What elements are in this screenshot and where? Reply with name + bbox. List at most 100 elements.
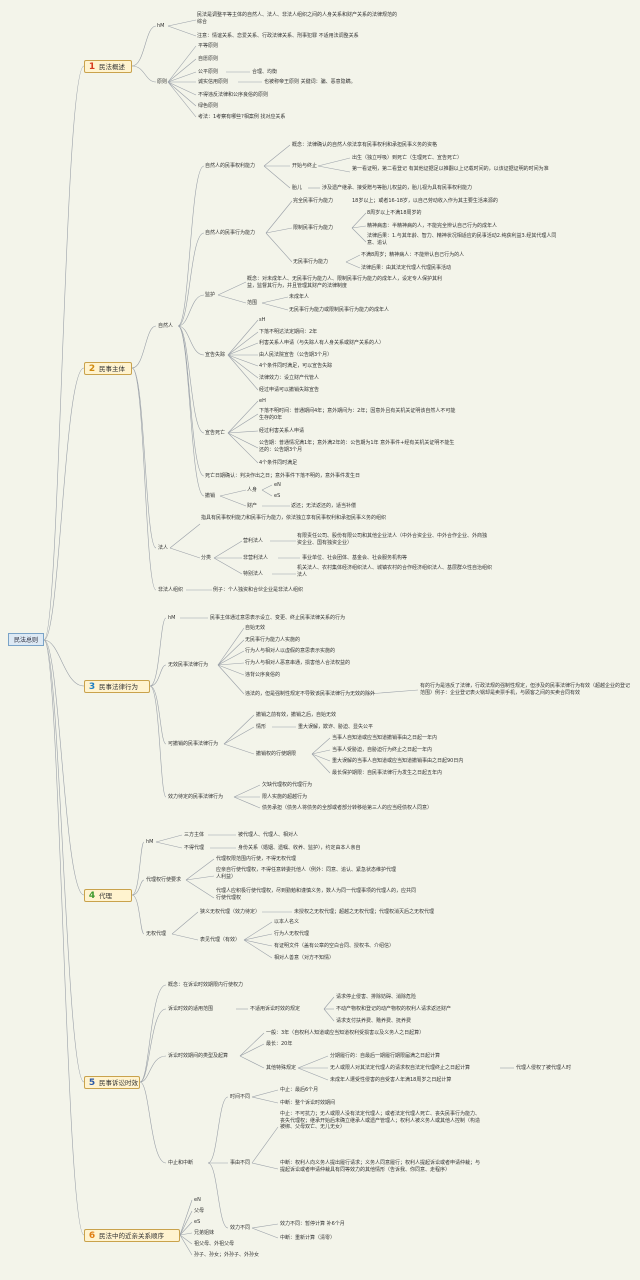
s5-type-3b-note: 代理人侵权了被代理人时: [516, 1065, 572, 1071]
s3-pending: 效力待定的民事法律行为: [168, 794, 224, 800]
s5-type-3b: 无人或限人对其法定代理人的请求权自法定代理终止之日起计算: [330, 1065, 471, 1071]
s3-revocable-period-3: 重大误解的当事人自知道或应当知道撤销事由之日起90日内: [332, 758, 464, 764]
s2-capacity-right: 自然人的民事权利能力: [205, 163, 256, 169]
s3-revocable-case: 情形: [256, 724, 267, 730]
s5-scope: 诉讼时效的适用范围: [168, 1006, 214, 1012]
s5-scope-exclude-3: 请求支付扶养费、赡养费、抚养费: [336, 1018, 412, 1024]
s4-unauth-apparent-4: 相对人善意（对方不知情）: [274, 955, 335, 961]
s4-unauth-narrow-1: 未授权之无权代理；超越之无权代理；代理权消灭后之无权代理: [294, 909, 435, 915]
s3-revocable-1: 撤销之前有效，撤销之后，自始无效: [256, 712, 337, 718]
s5-concept: 概念：在诉讼时效期限内行使权力: [168, 982, 244, 988]
s5-effect-diff: 效力不同: [230, 1225, 251, 1231]
badge-3: 3: [88, 682, 96, 692]
s4-agent-req-2: 应亲自行使代理权，不得任意转委托他人（例外：同意、追认、紧急状态维护代理人利益）: [216, 867, 397, 880]
s2-ca-full-1: 18岁以上；或者16-18岁，以自己劳动收入作为其主要生活来源的: [352, 198, 498, 204]
s2-missing-5: 法律效力：设立财产代管人: [259, 375, 320, 381]
s5-types: 诉讼时效期间的类型及起算: [168, 1053, 229, 1059]
s6-item-1: eN: [194, 1197, 201, 1203]
s2-ca-limited-3: 法律后果：1.与其年龄、智力、精神状况相适应的民事活动2.纯获利益3.经其代理人…: [367, 233, 557, 246]
s3-invalid-6: 违法的，但是强制性规定不导致该民事法律行为无效的除外: [245, 691, 376, 697]
s3-definition: hM: [168, 615, 176, 621]
s5-reason-diff-2: 中断：权利人向义务人提出履行请求；义务人同意履行；权利人提起诉讼或者申请仲裁；与…: [280, 1160, 481, 1173]
category-label: 民法中的近亲关系顺序: [99, 1232, 164, 1240]
s2-ca-limited-1: 8周岁以上不满18周岁的: [367, 210, 422, 216]
s2-revoke-property: 财产: [247, 503, 258, 509]
s2-ca-full: 完全民事行为能力: [293, 198, 334, 204]
s2-unincorporated-1: 例子：个人独资和合伙企业是非法人组织: [213, 587, 304, 593]
s1-principle-4: 诚实信用原则: [198, 79, 229, 85]
badge-1: 1: [88, 62, 96, 72]
s1-principles: 原则: [157, 79, 168, 85]
s3-revocable-case-1: 重大误解，欺诈、胁迫、显失公平: [298, 724, 374, 730]
badge-4: 4: [88, 891, 96, 901]
category-label: 民事法律行为: [99, 683, 138, 691]
s3-invalid-4: 行为人与相对人恶意串通，损害他人合法权益的: [245, 660, 351, 666]
s6-item-5: 祖父母、外祖父母: [194, 1241, 235, 1247]
s1-principle-2: 自愿原则: [198, 56, 219, 62]
s2-classify: 分类: [201, 555, 212, 561]
s2-legal-definition: 指具有民事权利能力和民事行为能力，依法独立享有民事权利和承担民事义务的组织: [201, 515, 387, 521]
s2-cr-start-1: 出生（独立呼吸）到死亡（生理死亡、宣告死亡）: [352, 155, 463, 161]
s5-scope-exclude: 不适用诉讼时效的规定: [250, 1006, 301, 1012]
s4-unauth-apparent-2: 行为人无权代理: [274, 931, 310, 937]
s5-time-diff-2: 中断：整个诉讼时效期间: [280, 1100, 336, 1106]
category-label: 代理: [99, 892, 112, 900]
s2-missing-2: 利害关系人申请（与失踪人有人身关系或财产关系的人）: [259, 340, 385, 346]
s2-ca-limited: 限制民事行为能力: [293, 225, 334, 231]
s2-revoke-person: 人身: [247, 487, 258, 493]
s3-revocable-period-2: 当事人受胁迫，自胁迫行为终止之日起一年内: [332, 747, 433, 753]
s2-profit-1: 有限责任公司、股份有限公司和其他企业法人（中外合资企业、中外合作企业、外商独资企…: [297, 533, 488, 546]
s3-definition-text: 民事主体通过意思表示设立、变更、终止民事法律关系的行为: [210, 615, 346, 621]
s2-guardianship-scope: 范围: [247, 300, 258, 306]
s2-cr-start: 开始与终止: [292, 163, 318, 169]
s1-principle-7: 考法：1考察有哪些?相案例 找对应关系: [198, 114, 286, 120]
s1-definition: hM: [157, 23, 165, 29]
s4-unauth-narrow: 狭义无权代理（效力待定）: [200, 909, 261, 915]
s5-suspend-interrupt: 中止和中断: [168, 1160, 194, 1166]
category-label: 民事主体: [99, 365, 125, 373]
s3-pending-2: 限人实施的超越行为: [262, 794, 308, 800]
s2-missing: 宣告失踪: [205, 352, 226, 358]
s2-missing-0: sH: [259, 317, 266, 323]
s3-revocable-period-4: 最长保护期限：自民事法律行为发生之日起五年内: [332, 770, 443, 776]
s6-item-6: 孙子、孙女；外孙子、外孙女: [194, 1252, 260, 1258]
s2-death-3: 公告期：普通情况满1年；意外满2年的：公告期为1年 意外事件+经有关机关证明不能…: [259, 440, 455, 453]
s2-special-1: 机关法人、农村集体经济组织法人、城镇农村的合作经济组织法人、基层群众性自治组织法…: [297, 565, 493, 578]
s2-missing-4: 4个条件同时满足，可以宣告失踪: [259, 363, 333, 369]
s2-nonprofit: 非营利法人: [243, 555, 269, 561]
s4-three-parties: 三方主体: [184, 832, 205, 838]
s2-unincorporated: 非法人组织: [158, 587, 184, 593]
s2-missing-6: 经过申请可以撤销失踪宣告: [259, 387, 320, 393]
s1-principle-4-note: 也被称帝王原则 关键词：骗、恶意隐瞒。: [264, 79, 356, 85]
s3-invalid-1: 自始无效: [245, 625, 266, 631]
s2-guardianship-scope-1: 未成年人: [289, 294, 310, 300]
s4-agent-req-3: 代理人应积极行使代理权，尽到勤勉和谨慎义务，数人为同一代理事项的代理人的，应共同…: [216, 888, 417, 901]
s4-three-parties-1: 被代理人、代理人、相对人: [238, 832, 299, 838]
s2-capacity-act: 自然人的民事行为能力: [205, 230, 256, 236]
s5-effect-diff-1: 效力不同：暂停计算 补6个月: [280, 1221, 345, 1227]
s3-pending-3: 债务承担（债务人将债务的全部或者部分转移给第三人的应当经债权人同意）: [262, 805, 433, 811]
s6-item-4: 兄弟姐妹: [194, 1230, 215, 1236]
s5-type-2: 最长：20年: [266, 1041, 293, 1047]
s2-revoke-person-2: eS: [274, 493, 281, 499]
s2-guardianship: 监护: [205, 292, 216, 298]
s5-reason-diff: 事由不同: [230, 1160, 251, 1166]
s3-revocable-period-1: 当事人自知道或应当知道撤销事由之日起一年内: [332, 735, 438, 741]
s1-principle-6: 绿色原则: [198, 103, 219, 109]
s3-invalid-2: 无民事行为能力人实施的: [245, 637, 301, 643]
s3-invalid-5: 违背公序良俗的: [245, 672, 281, 678]
s2-revoke: 撤销: [205, 493, 216, 499]
s4-unauth-apparent-1: 以本人名义: [274, 919, 300, 925]
s3-revocable: 可撤销的民事法律行为: [168, 741, 219, 747]
s3-pending-1: 欠缺代理权的代理行为: [262, 782, 313, 788]
s2-cr-start-2: 第一看证明，第二看登记 有其他证据足以推翻以上记载时间的，以该证据证明的时间为准: [352, 166, 549, 172]
s4-unauth-apparent: 表见代理（有效）: [200, 937, 241, 943]
s3-invalid: 无效民事法律行为: [168, 662, 209, 668]
s1-definition-note: 注意：情谊关系、恋爱关系、行政法律关系、刑事犯罪 不适用法调整关系: [197, 33, 359, 39]
s2-cr-fetus: 胎儿: [292, 185, 303, 191]
s2-ca-none-2: 法律后果：由其法定代理人代理民事活动: [361, 265, 452, 271]
s5-reason-diff-1: 中止：不可抗力；无人或限人没有法定代理人；或者法定代理人死亡、丧失民事行为能力、…: [280, 1111, 481, 1130]
s2-death: 宣告死亡: [205, 430, 226, 436]
